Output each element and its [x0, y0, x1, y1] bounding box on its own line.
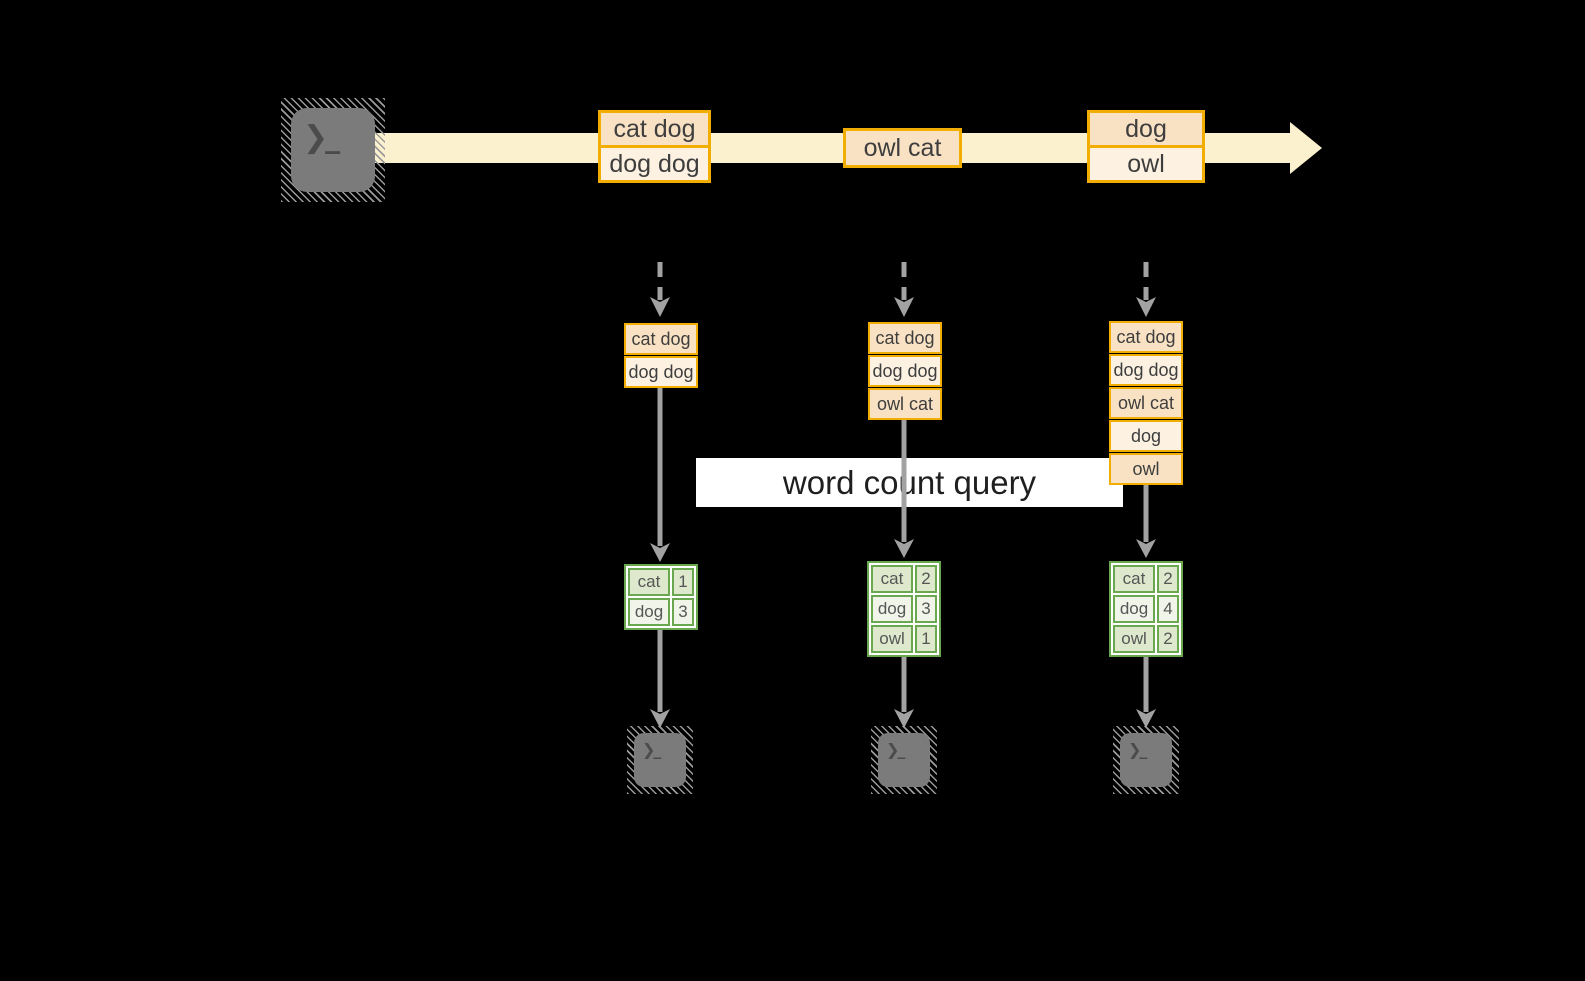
state-log-record: dog dog [624, 356, 698, 388]
query-arrow-1 [650, 388, 670, 562]
stream-record: dog [1087, 110, 1205, 148]
table-row: cat 1 [628, 568, 694, 596]
table-row: dog 3 [628, 598, 694, 626]
table-row: cat 2 [1113, 565, 1179, 593]
count-cell: 2 [1157, 565, 1179, 593]
consumer-terminal-icon-1: ❯_ [627, 726, 693, 794]
query-banner: word count query [696, 458, 1123, 507]
terminal-prompt-icon: ❯_ [634, 733, 686, 787]
table-row: dog 3 [871, 595, 937, 623]
count-cell: 1 [672, 568, 694, 596]
state-log-record: dog dog [1109, 354, 1183, 386]
state-log-2: cat dog dog dog owl cat [868, 322, 942, 420]
state-log-3: cat dog dog dog owl cat dog owl [1109, 321, 1183, 485]
word-cell: owl [871, 625, 913, 653]
word-cell: dog [1113, 595, 1155, 623]
word-count-table-3: cat 2 dog 4 owl 2 [1109, 561, 1183, 657]
word-cell: cat [628, 568, 670, 596]
stream-event-2: owl cat [843, 128, 962, 168]
terminal-prompt-icon: ❯_ [878, 733, 930, 787]
count-cell: 1 [915, 625, 937, 653]
word-cell: dog [628, 598, 670, 626]
stream-record: owl cat [843, 128, 962, 168]
word-count-table-2: cat 2 dog 3 owl 1 [867, 561, 941, 657]
word-cell: dog [871, 595, 913, 623]
terminal-prompt-icon: ❯_ [291, 108, 375, 192]
word-cell: cat [871, 565, 913, 593]
state-log-record: owl cat [1109, 387, 1183, 419]
table-row: dog 4 [1113, 595, 1179, 623]
state-log-record: owl [1109, 453, 1183, 485]
word-count-table-1: cat 1 dog 3 [624, 564, 698, 630]
table-row: owl 2 [1113, 625, 1179, 653]
count-cell: 2 [1157, 625, 1179, 653]
word-cell: cat [1113, 565, 1155, 593]
stream-record: dog dog [598, 145, 711, 183]
table-row: owl 1 [871, 625, 937, 653]
state-log-record: cat dog [868, 322, 942, 354]
state-log-record: cat dog [1109, 321, 1183, 353]
stream-record: cat dog [598, 110, 711, 148]
query-arrow-3 [1136, 485, 1156, 558]
count-cell: 3 [672, 598, 694, 626]
count-cell: 4 [1157, 595, 1179, 623]
table-row: cat 2 [871, 565, 937, 593]
ingest-arrow-1 [650, 262, 670, 317]
producer-terminal-icon: ❯_ [281, 98, 385, 202]
consumer-terminal-icon-2: ❯_ [871, 726, 937, 794]
stream-record: owl [1087, 145, 1205, 183]
output-arrow-3 [1136, 657, 1156, 728]
count-cell: 3 [915, 595, 937, 623]
count-cell: 2 [915, 565, 937, 593]
terminal-prompt-icon: ❯_ [1120, 733, 1172, 787]
state-log-record: dog dog [868, 355, 942, 387]
ingest-arrow-2 [894, 262, 914, 317]
ingest-arrow-3 [1136, 262, 1156, 317]
stream-event-1: cat dog dog dog [598, 110, 711, 183]
output-arrow-1 [650, 630, 670, 728]
word-cell: owl [1113, 625, 1155, 653]
state-log-record: dog [1109, 420, 1183, 452]
stream-event-3: dog owl [1087, 110, 1205, 183]
consumer-terminal-icon-3: ❯_ [1113, 726, 1179, 794]
state-log-1: cat dog dog dog [624, 323, 698, 388]
output-arrow-2 [894, 657, 914, 728]
state-log-record: owl cat [868, 388, 942, 420]
state-log-record: cat dog [624, 323, 698, 355]
